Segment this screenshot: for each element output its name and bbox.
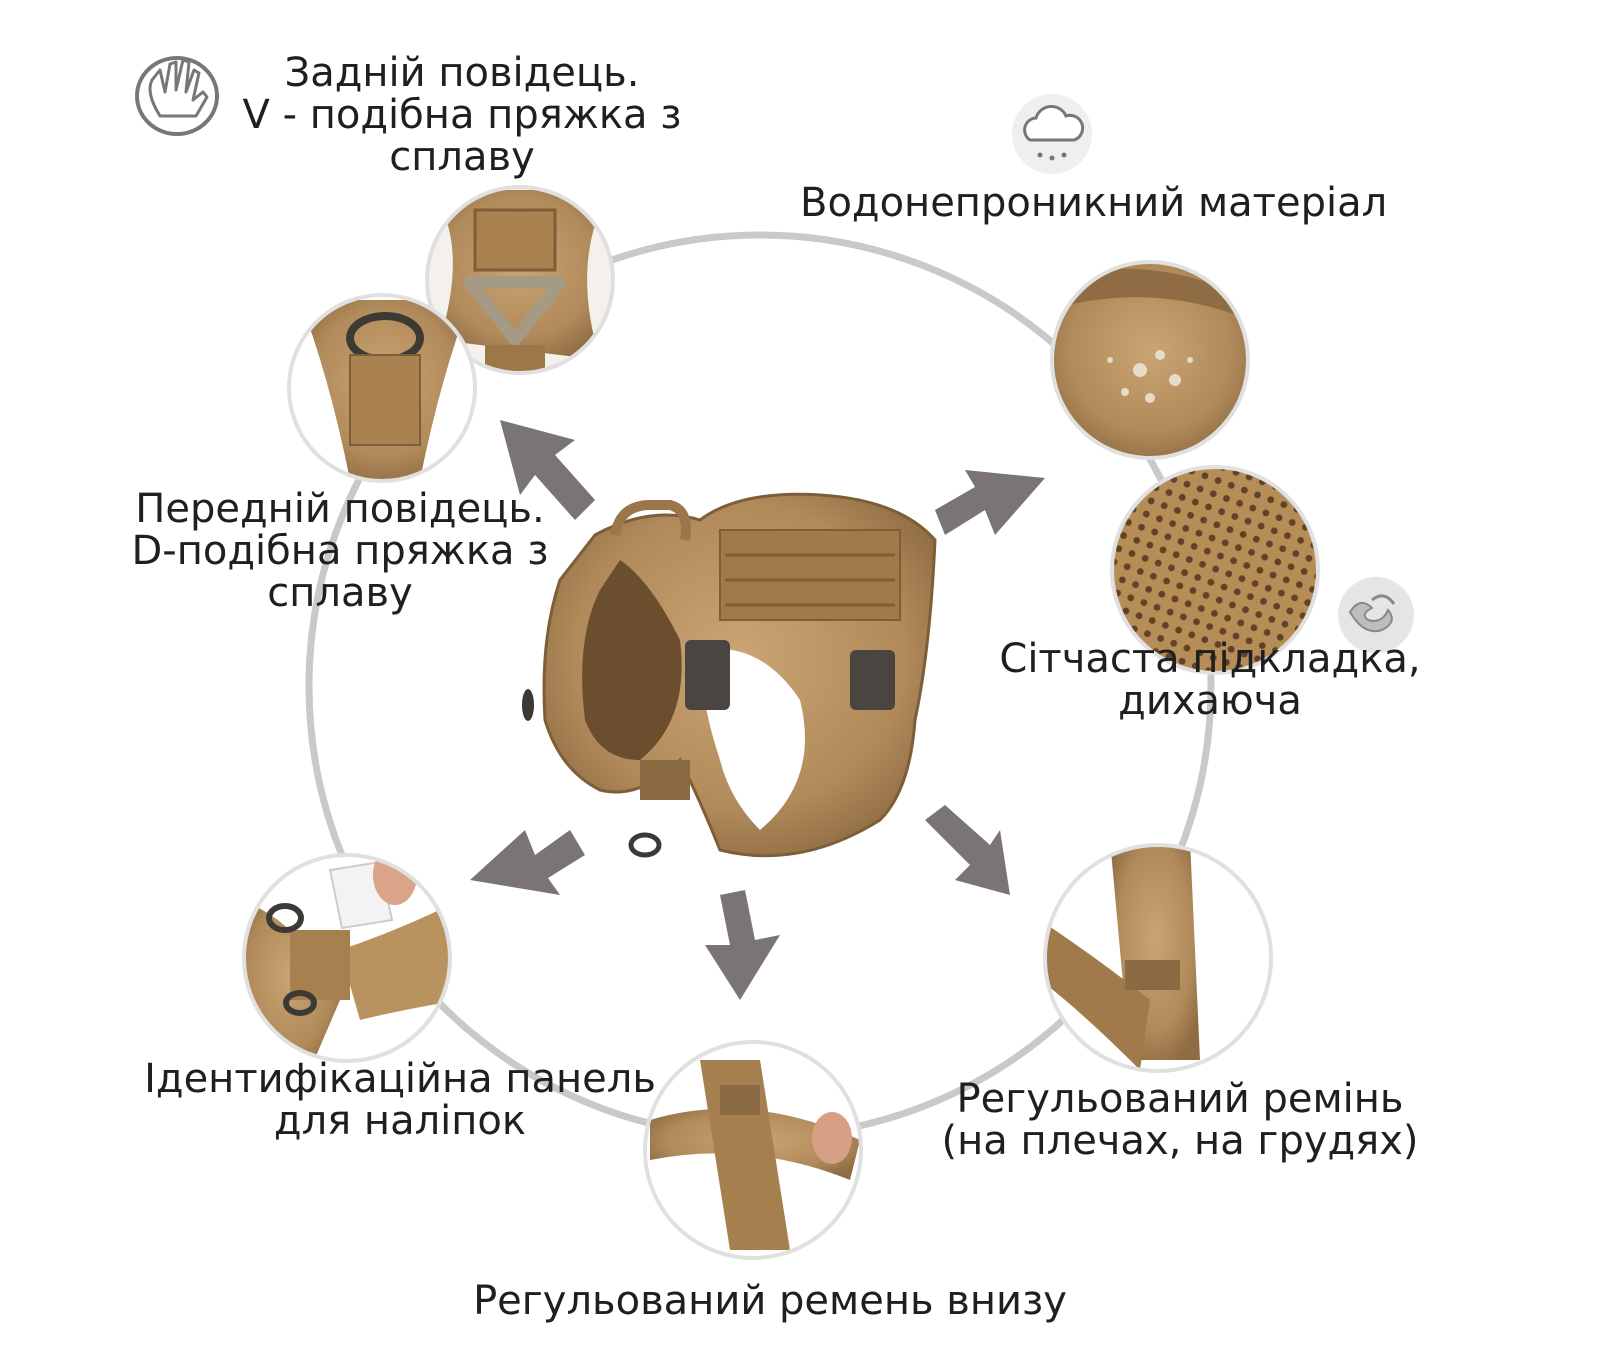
mesh-lining-label: Сітчаста підкладка, дихаюча: [999, 636, 1421, 724]
front-leash-label: Передній повідець. D-подібна пряжка з сп…: [131, 486, 549, 616]
arrow-down-left: [470, 830, 585, 895]
arrow-down-right: [925, 805, 1010, 895]
wind-icon: [1338, 577, 1414, 653]
mesh-lining-photo: [1110, 465, 1320, 675]
harness-product-image: [522, 492, 937, 858]
arrow-down: [705, 890, 780, 1000]
bottom-strap-label: Регульований ремень внизу: [473, 1278, 1067, 1324]
shoulder-strap-label: Регульований ремінь (на плечах, на грудя…: [941, 1076, 1419, 1164]
rear-leash-label: Задній повідець. V - подібна пряжка з сп…: [242, 50, 682, 180]
arrow-up-right: [935, 470, 1045, 535]
cloud-rain-icon: [1012, 94, 1092, 174]
rear-v-ring-photo: [425, 185, 615, 375]
waterproof-label: Водонепроникний матеріал: [800, 180, 1388, 226]
bottom-strap-photo: [643, 1040, 863, 1260]
id-panel-label: Ідентифікаційна панель для наліпок: [144, 1056, 656, 1144]
front-d-ring-photo: [287, 293, 477, 483]
arrow-up-left: [500, 420, 595, 520]
shoulder-strap-photo: [1043, 843, 1273, 1073]
waterproof-photo: [1050, 260, 1250, 460]
hand-icon: [135, 56, 219, 136]
id-panel-photo: [242, 853, 452, 1063]
